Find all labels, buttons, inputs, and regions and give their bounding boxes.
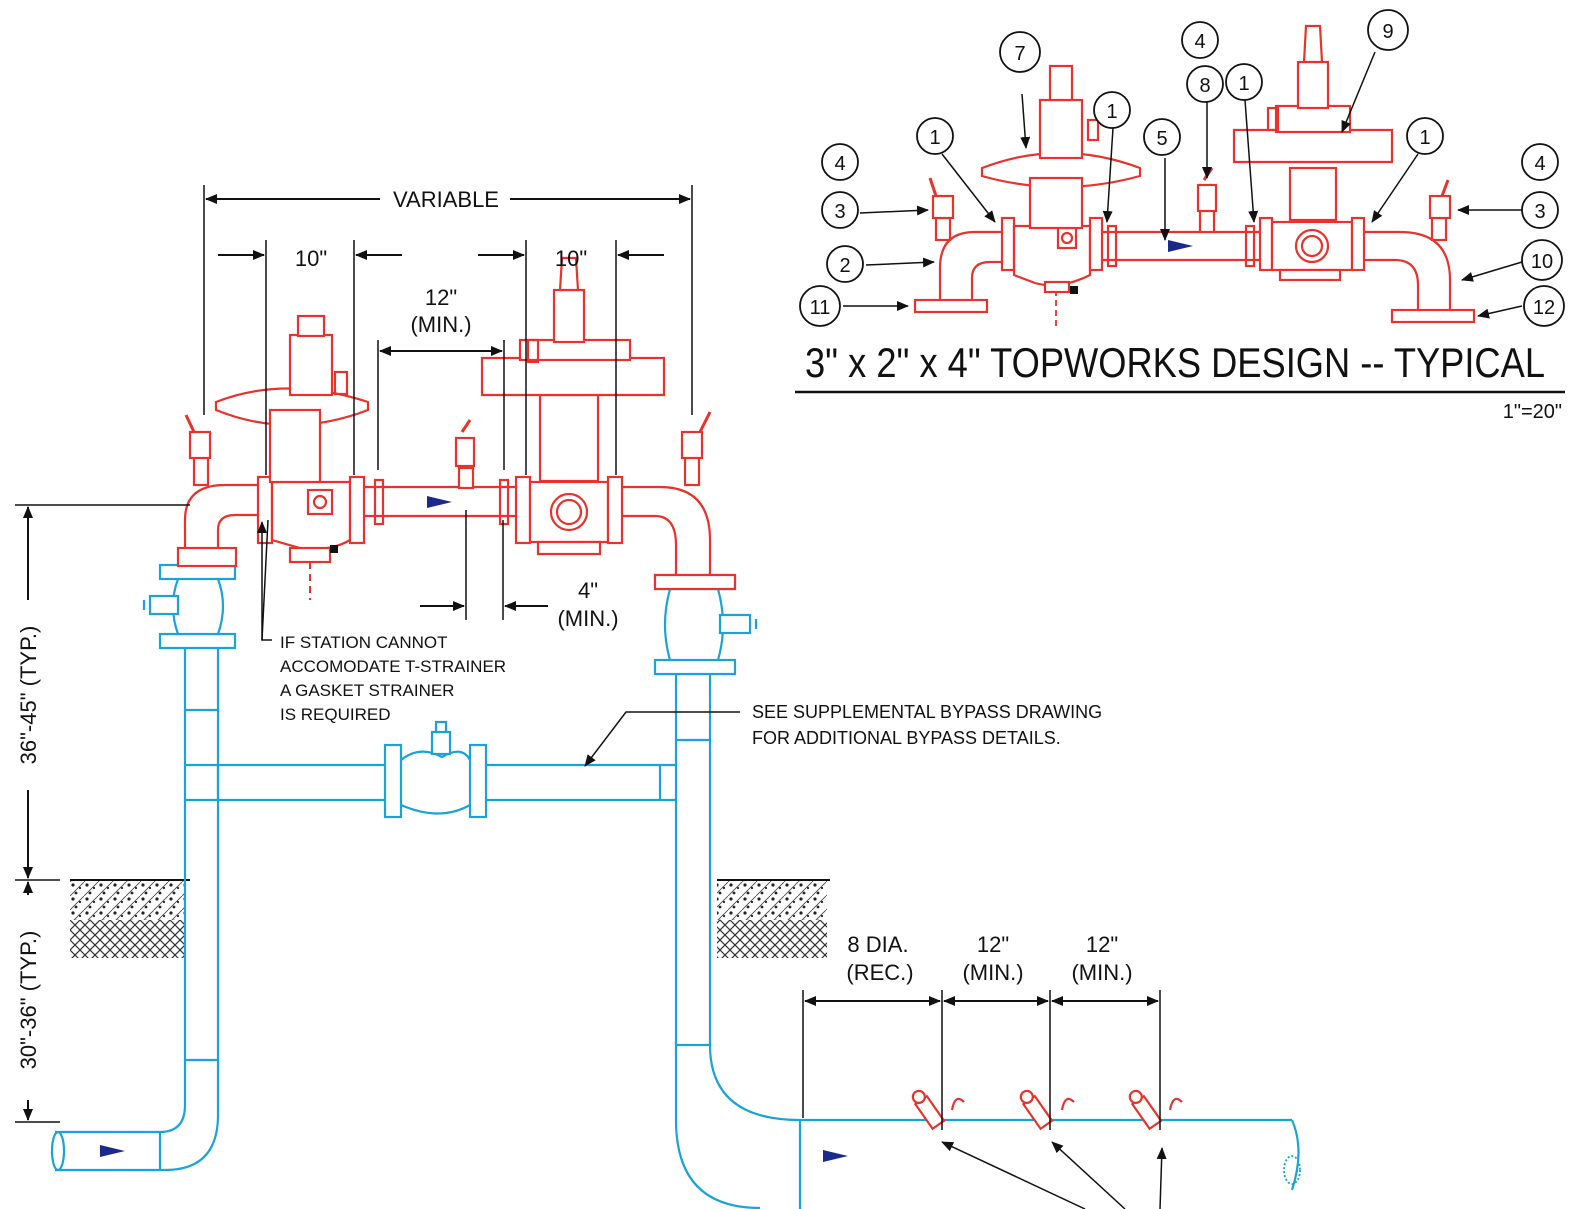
callout-1-b: 1 xyxy=(1106,101,1117,123)
callout-5: 5 xyxy=(1156,128,1167,150)
outlet-main xyxy=(798,1118,1301,1209)
note-strainer: IF STATION CANNOT ACCOMODATE T-STRAINER … xyxy=(257,519,506,724)
callout-4-right: 4 xyxy=(1534,153,1545,175)
dimension-height-upper: 36"-45" (TYP.) xyxy=(15,504,190,879)
dim-spacing2-line2: (MIN.) xyxy=(1071,960,1132,985)
inlet-riser xyxy=(50,640,220,1172)
detail-leaders xyxy=(843,51,1523,319)
dimension-variable: VARIABLE xyxy=(203,185,693,415)
detail-title-block: 3" x 2" x 4" TOPWORKS DESIGN -- TYPICAL … xyxy=(795,339,1565,423)
callout-bubble xyxy=(1143,118,1181,156)
callout-bubble xyxy=(1181,21,1219,59)
callout-1-d: 1 xyxy=(1419,127,1430,149)
dimension-tap-spacing: 8 DIA. (REC.) 12" (MIN.) 12" (MIN.) xyxy=(802,932,1161,1130)
callout-2: 2 xyxy=(839,255,850,277)
callout-bubble xyxy=(826,245,864,283)
note-bypass-line2: FOR ADDITIONAL BYPASS DETAILS. xyxy=(752,728,1061,748)
callout-7: 7 xyxy=(1014,43,1025,65)
callout-bubble xyxy=(1225,63,1263,101)
callout-1-c: 1 xyxy=(1238,73,1249,95)
dimension-left-ten: 10" xyxy=(218,240,402,475)
dim-spacing2-line1: 12" xyxy=(1086,932,1118,957)
dim-height-upper-label: 36"-45" (TYP.) xyxy=(16,626,41,765)
ground-soil-right xyxy=(717,879,830,958)
dim-height-lower-label: 30"-36" (TYP.) xyxy=(16,931,41,1070)
callout-bubble xyxy=(916,117,954,155)
regulator-run-main xyxy=(176,256,737,600)
detail-regulator-run xyxy=(913,24,1476,330)
callout-11: 11 xyxy=(810,297,831,319)
dimension-twelve-min: 12" (MIN.) xyxy=(377,285,505,470)
service-taps xyxy=(911,1089,1183,1209)
callout-9: 9 xyxy=(1382,21,1393,43)
dim-four-line1: 4" xyxy=(578,578,598,603)
flow-arrow-inlet xyxy=(100,1145,125,1157)
callout-bubble xyxy=(1186,65,1224,103)
callout-3-right: 3 xyxy=(1534,201,1545,223)
callout-bubble xyxy=(999,31,1041,73)
dim-left-ten-label: 10" xyxy=(295,246,327,271)
flow-arrow-outlet xyxy=(823,1150,848,1162)
callout-bubble xyxy=(1367,9,1409,51)
flow-arrow-spool xyxy=(427,496,452,508)
dim-four-line2: (MIN.) xyxy=(557,606,618,631)
detail-title: 3" x 2" x 4" TOPWORKS DESIGN -- TYPICAL xyxy=(805,339,1545,386)
callout-bubble xyxy=(1523,285,1565,327)
callout-8: 8 xyxy=(1199,75,1210,97)
callout-bubble xyxy=(1521,239,1563,281)
callout-bubble xyxy=(1406,117,1444,155)
outlet-ball-valve xyxy=(680,411,712,487)
dim-twelve-line1: 12" xyxy=(425,285,457,310)
dimension-right-ten: 10" xyxy=(478,240,664,475)
callout-1-a: 1 xyxy=(929,127,940,149)
callout-4-top: 4 xyxy=(1194,31,1205,53)
inlet-ball-valve xyxy=(184,414,212,487)
dim-twelve-line2: (MIN.) xyxy=(410,312,471,337)
bypass-line xyxy=(185,720,676,819)
detail-callouts: 4 3 2 11 1 7 1 5 4 8 1 9 1 4 3 10 12 xyxy=(799,9,1565,327)
callout-12: 12 xyxy=(1533,297,1555,319)
dimension-height-lower: 30"-36" (TYP.) xyxy=(15,879,60,1123)
callout-bubble xyxy=(1093,91,1131,129)
callout-bubble xyxy=(821,143,859,181)
dim-dia-line1: 8 DIA. xyxy=(847,932,908,957)
callout-bubble xyxy=(799,285,841,327)
callout-4-left: 4 xyxy=(834,153,845,175)
note-strainer-line4: IS REQUIRED xyxy=(280,705,391,724)
dim-spacing1-line2: (MIN.) xyxy=(962,960,1023,985)
ground-soil-left xyxy=(70,879,190,958)
detail-scale: 1"=20" xyxy=(1503,401,1562,423)
note-bypass: SEE SUPPLEMENTAL BYPASS DRAWING FOR ADDI… xyxy=(584,702,1102,767)
callout-10: 10 xyxy=(1531,251,1553,273)
note-strainer-line1: IF STATION CANNOT xyxy=(280,633,447,652)
note-bypass-line1: SEE SUPPLEMENTAL BYPASS DRAWING xyxy=(752,702,1102,722)
callout-bubble xyxy=(821,191,859,229)
dim-dia-line2: (REC.) xyxy=(846,960,913,985)
inlet-valve xyxy=(142,563,237,650)
callout-bubble xyxy=(1521,143,1559,181)
note-strainer-line2: ACCOMODATE T-STRAINER xyxy=(280,657,506,676)
callout-bubble xyxy=(1521,191,1559,229)
note-strainer-line3: A GASKET STRAINER xyxy=(280,681,454,700)
dim-variable-label: VARIABLE xyxy=(393,187,499,212)
dimension-four-min: 4" (MIN.) xyxy=(420,510,619,631)
dim-right-ten-label: 10" xyxy=(555,246,587,271)
dim-spacing1-line1: 12" xyxy=(977,932,1009,957)
callout-3-left: 3 xyxy=(834,201,845,223)
